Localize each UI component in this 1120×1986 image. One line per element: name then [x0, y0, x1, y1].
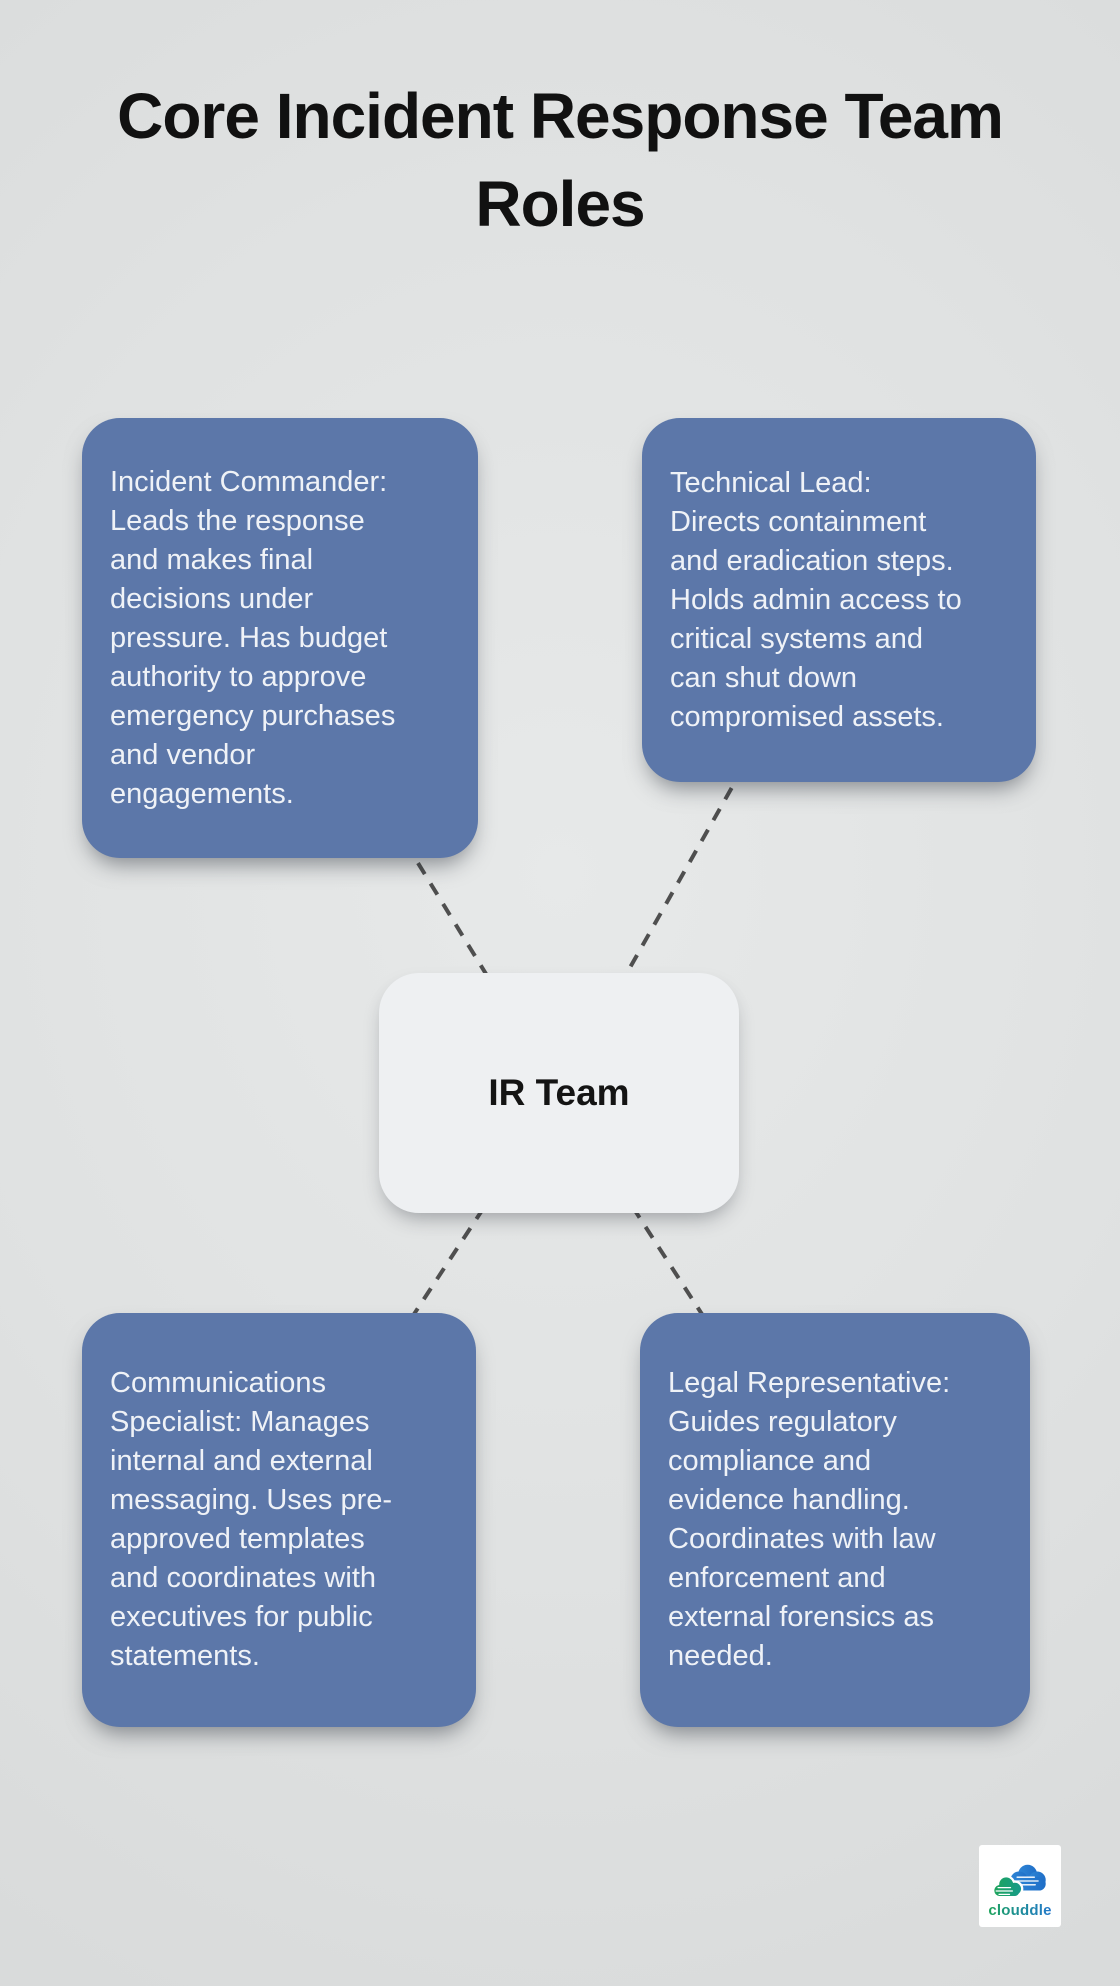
center-node-label: IR Team	[488, 1072, 630, 1113]
role-card-legal-representative: Legal Representative: Guides regulatory …	[640, 1313, 1030, 1727]
page-title: Core Incident Response Team Roles	[117, 80, 1004, 240]
role-card-text-incident-commander: Incident Commander: Leads the response a…	[110, 465, 396, 810]
clouddle-cloud-icon	[992, 1864, 1046, 1899]
role-card-text-legal-representative: Legal Representative: Guides regulatory …	[668, 1367, 951, 1672]
center-node-ir-team: IR Team	[379, 973, 739, 1213]
role-card-text-communications-specialist: Communications Specialist: Manages inter…	[110, 1367, 393, 1672]
role-card-text-technical-lead: Technical Lead: Directs containment and …	[670, 466, 962, 733]
role-card-incident-commander: Incident Commander: Leads the response a…	[82, 418, 478, 858]
brand-logo: clouddle	[979, 1845, 1061, 1927]
brand-logo-text: clouddle	[988, 1902, 1052, 1919]
role-card-communications-specialist: Communications Specialist: Manages inter…	[82, 1313, 476, 1727]
role-card-technical-lead: Technical Lead: Directs containment and …	[642, 418, 1036, 782]
